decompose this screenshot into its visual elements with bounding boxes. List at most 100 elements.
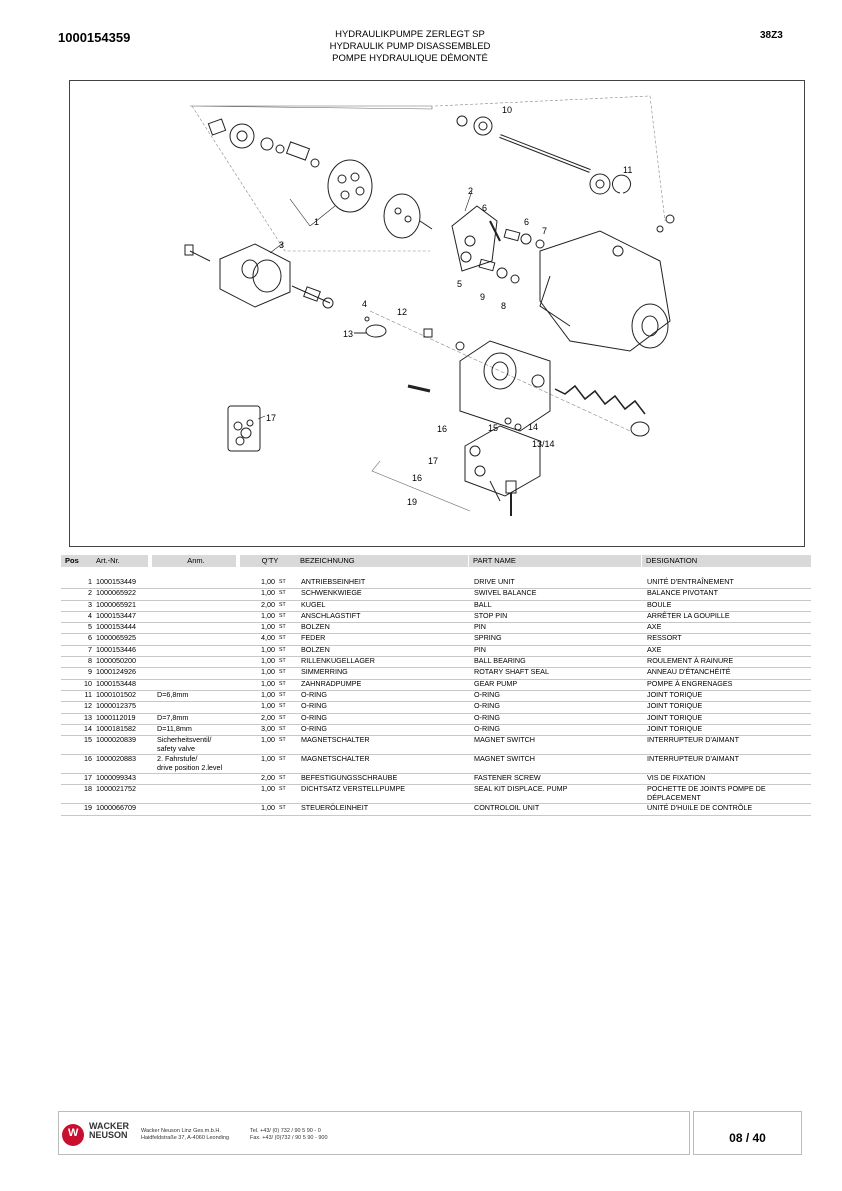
cell-bez: BEFESTIGUNGSSCHRAUBE: [301, 773, 398, 783]
cell-unit: ST: [279, 658, 286, 665]
cell-unit: ST: [279, 612, 286, 619]
cell-des: UNITÉ D'HUILE DE CONTRÔLE: [647, 803, 753, 813]
cell-des: ARRÊTER LA GOUPILLE: [647, 610, 730, 620]
cell-art: 1000124926: [96, 667, 136, 677]
document-number: 1000154359: [58, 30, 131, 45]
callout-label: 7: [542, 226, 547, 236]
cell-pos: 2: [88, 588, 92, 598]
cell-qty: 2,00: [261, 712, 275, 722]
callout-label: 17: [428, 456, 438, 466]
cell-pos: 17: [84, 773, 92, 783]
cell-des: ANNEAU D'ÉTANCHÉITÉ: [647, 667, 731, 677]
cell-qty: 1,00: [261, 784, 275, 794]
cell-bez: O-RING: [301, 723, 327, 733]
callout-label: 4: [362, 299, 367, 309]
cell-unit: ST: [279, 805, 286, 812]
callout-label: 11: [623, 165, 632, 175]
cell-bez: KUGEL: [301, 599, 326, 609]
cell-bez: MAGNETSCHALTER: [301, 735, 370, 745]
cell-anm: D=6,8mm: [157, 689, 189, 699]
cell-unit: ST: [279, 635, 286, 642]
parts-table-header: Pos Art.-Nr. Anm. Q'TY BEZEICHNUNG PART …: [61, 555, 811, 567]
company-name: Wacker Neuson Linz Ges.m.b.H.: [141, 1128, 221, 1134]
cell-pos: 4: [88, 610, 92, 620]
header-qty: Q'TY: [240, 555, 296, 567]
cell-art: 1000065925: [96, 633, 136, 643]
cell-pos: 18: [84, 784, 92, 794]
cell-qty: 1,00: [261, 610, 275, 620]
cell-qty: 2,00: [261, 599, 275, 609]
company-contact: Tel. +43/ (0) 732 / 90 5 90 - 0 Fax. +43…: [250, 1128, 328, 1142]
cell-unit: ST: [279, 601, 286, 608]
exploded-view-diagram: 10 11 1 2 6 6 7 5 9 8 3 4 12 13 17 16 15…: [69, 80, 805, 547]
callout-label: 5: [457, 279, 462, 289]
cell-bez: O-RING: [301, 689, 327, 699]
cell-part: SPRING: [474, 633, 502, 643]
cell-part: BALL BEARING: [474, 656, 526, 666]
cell-pos: 13: [84, 712, 92, 722]
fax-number: Fax. +43/ (0)732 / 90 5 90 - 900: [250, 1135, 328, 1141]
cell-des: BALANCE PIVOTANT: [647, 588, 718, 598]
cell-pos: 3: [88, 599, 92, 609]
callout-label: 3: [279, 240, 284, 250]
cell-part: PIN: [474, 622, 486, 632]
cell-part: CONTROLOIL UNIT: [474, 803, 540, 813]
cell-anm: 2. Fahrstufe/ drive position 2.level: [157, 754, 223, 772]
cell-pos: 1: [88, 577, 92, 586]
model-code: 38Z3: [760, 30, 783, 41]
cell-art: 1000020883: [96, 754, 136, 764]
callout-label: 13: [343, 329, 353, 339]
cell-art: 1000012375: [96, 701, 136, 711]
cell-bez: FEDER: [301, 633, 326, 643]
cell-bez: ZAHNRADPUMPE: [301, 678, 362, 688]
cell-unit: ST: [279, 786, 286, 793]
cell-des: RESSORT: [647, 633, 682, 643]
callout-label: 10: [502, 105, 512, 115]
cell-part: GEAR PUMP: [474, 678, 518, 688]
cell-pos: 10: [84, 678, 92, 688]
header-pos: Pos: [61, 555, 92, 567]
cell-anm: D=11,8mm: [157, 723, 192, 733]
cell-part: ROTARY SHAFT SEAL: [474, 667, 549, 677]
cell-des: JOINT TORIQUE: [647, 701, 703, 711]
header-art-nr: Art.-Nr.: [92, 555, 148, 567]
cell-des: JOINT TORIQUE: [647, 689, 703, 699]
title-french: POMPE HYDRAULIQUE DÉMONTÉ: [332, 53, 488, 64]
cell-bez: O-RING: [301, 712, 327, 722]
cell-anm: D=7,8mm: [157, 712, 189, 722]
cell-pos: 7: [88, 644, 92, 654]
cell-des: POMPE À ENGRENAGES: [647, 678, 733, 688]
cell-qty: 1,00: [261, 656, 275, 666]
header-part-name: PART NAME: [469, 555, 641, 567]
callout-label: 12: [397, 307, 407, 317]
cell-des: JOINT TORIQUE: [647, 723, 703, 733]
cell-qty: 1,00: [261, 622, 275, 632]
title-english: HYDRAULIK PUMP DISASSEMBLED: [329, 41, 491, 52]
cell-art: 1000153449: [96, 577, 136, 586]
cell-pos: 9: [88, 667, 92, 677]
cell-unit: ST: [279, 725, 286, 732]
cell-part: SEAL KIT DISPLACE. PUMP: [474, 784, 568, 794]
cell-art: 1000153444: [96, 622, 136, 632]
cell-anm: Sicherheitsventil/ safety valve: [157, 735, 212, 753]
cell-part: MAGNET SWITCH: [474, 735, 535, 745]
cell-qty: 3,00: [261, 723, 275, 733]
cell-art: 1000112019: [96, 712, 136, 722]
cell-qty: 1,00: [261, 644, 275, 654]
header-bezeichnung: BEZEICHNUNG: [296, 555, 468, 567]
